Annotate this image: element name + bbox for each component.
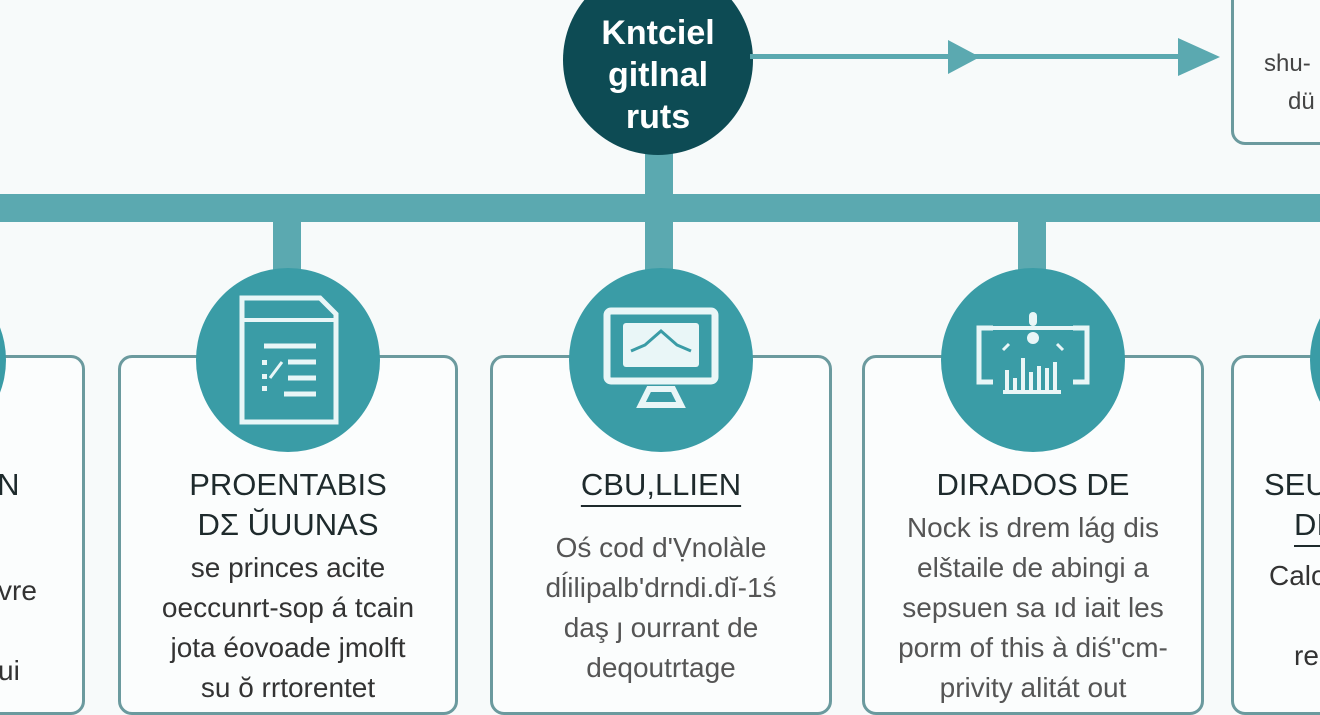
card-3-stem-connector (645, 215, 673, 275)
document-list-icon (239, 295, 339, 425)
card-3-body-line-4: deqoutrtage (586, 652, 736, 683)
card-1-title: ON (0, 467, 20, 502)
card-3-body-line-1: Oś cod d'Ṿnolàle (555, 532, 767, 563)
side-box-line-1: shu- (1264, 50, 1311, 77)
card-4-body-line-2: elštaile de abingi a (917, 552, 1149, 583)
card-2-stem-connector (273, 215, 301, 275)
card-4-title: DIRADOS DE (936, 467, 1130, 502)
card-3-icon-circle (569, 268, 753, 452)
arrowhead-mid-icon (948, 40, 980, 74)
root-node: Kntciel gitlnal ruts (563, 0, 753, 155)
card-1: ON vre ui (0, 355, 85, 715)
card-3-body-line-2: dĺilipalb'drndi.dĭ-1ś (545, 572, 777, 603)
card-4-stem-connector (1018, 215, 1046, 275)
monitor-chart-icon (603, 307, 719, 408)
card-2-title-line-1: PROENTABIS (189, 467, 387, 502)
card-1-body-line-4: ui (0, 655, 20, 686)
card-2-body-line-3: jota éovoade jmolft (170, 632, 406, 663)
card-2-body-line-2: oeccunrt-sop á tcain (161, 592, 415, 623)
card-2-title-line-2: DΣ ŬUUNAS (197, 507, 379, 542)
card-5-title-line-1: SEU (1264, 467, 1320, 502)
card-5: SEU DI Calc re (1231, 355, 1320, 715)
card-2-body-line-4: su ŏ rrtorentet (200, 672, 376, 703)
card-4-icon-circle (941, 268, 1125, 452)
card-2-body-line-1: se princes acite (190, 552, 386, 583)
card-3-title: CBU,LLIEN (580, 467, 742, 502)
card-1-body-line-2: vre (0, 575, 37, 606)
card-2: PROENTABIS DΣ ŬUUNAS se princes acite oe… (118, 355, 458, 715)
card-3-body-line-3: daş ȷ ourrant de (563, 612, 759, 643)
card-4-body-line-5: privity alitát out (939, 672, 1127, 703)
card-4-body-line-3: sepsuen sa ıd iait les (902, 592, 1164, 623)
side-box-line-2: dü (1288, 88, 1315, 115)
card-5-body-line-3: re (1294, 640, 1319, 671)
root-node-line-3: ruts (625, 98, 691, 136)
card-1-icon-circle (0, 268, 6, 452)
card-5-icon-circle (1310, 268, 1320, 452)
card-4-body-line-4: porm of this à diś"cm- (898, 632, 1168, 663)
card-5-body-line-1: Calc (1269, 560, 1320, 591)
card-4-body-line-1: Nock is drem lág dis (906, 512, 1160, 543)
root-node-line-2: gitlnal (607, 56, 709, 94)
analytics-dashboard-icon (976, 312, 1090, 394)
root-node-line-1: Kntciel (601, 14, 715, 52)
card-5-title-line-2: DI (1294, 507, 1320, 542)
arrowhead-end-icon (1178, 38, 1220, 76)
card-2-icon-circle (196, 268, 380, 452)
side-output-box: shu- dü (1231, 0, 1320, 145)
